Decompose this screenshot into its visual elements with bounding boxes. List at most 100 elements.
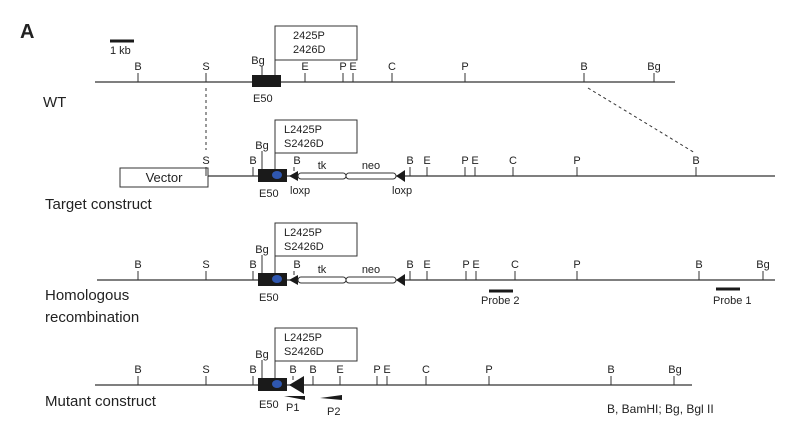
- svg-text:E: E: [423, 259, 430, 271]
- exon-label: E50: [259, 399, 279, 411]
- mutation-line-1: L2425P: [284, 227, 322, 239]
- restriction-site: Bg: [255, 140, 269, 169]
- svg-text:S: S: [202, 259, 209, 271]
- exon-e50: [252, 75, 281, 87]
- restriction-site: Bg: [255, 244, 269, 273]
- cassette-neo: [345, 172, 397, 180]
- restriction-site: E: [472, 259, 480, 280]
- probe-label: Probe 1: [713, 295, 752, 307]
- homology-connector-right: [587, 87, 696, 154]
- restriction-site: P: [462, 259, 470, 280]
- svg-text:E: E: [301, 61, 308, 73]
- restriction-site: P: [485, 364, 493, 385]
- svg-text:P: P: [485, 364, 492, 376]
- mutation-line-1: L2425P: [284, 332, 322, 344]
- restriction-site: B: [406, 259, 414, 280]
- svg-text:E: E: [383, 364, 390, 376]
- restriction-site: B: [580, 61, 588, 82]
- restriction-site: B: [695, 259, 703, 280]
- svg-text:B: B: [406, 155, 413, 167]
- restriction-site: Bg: [647, 61, 661, 82]
- restriction-site: P: [373, 364, 381, 385]
- primer-label: P1: [286, 402, 299, 414]
- row-label: recombination: [45, 309, 139, 326]
- loxp-triangle: [396, 170, 405, 182]
- svg-text:S: S: [202, 155, 209, 167]
- restriction-sites: B S Bg E P E C P B Bg: [134, 55, 661, 82]
- svg-text:B: B: [134, 61, 141, 73]
- vector-box: [119, 167, 209, 188]
- svg-text:P: P: [373, 364, 380, 376]
- restriction-site: P: [461, 61, 469, 82]
- svg-text:B: B: [134, 259, 141, 271]
- svg-text:B: B: [406, 259, 413, 271]
- svg-text:Bg: Bg: [255, 140, 268, 152]
- restriction-sites: S B Bg B B E P E C P B: [202, 140, 700, 176]
- svg-text:Bg: Bg: [251, 55, 264, 67]
- svg-text:B: B: [692, 155, 699, 167]
- cassette-label: neo: [362, 264, 380, 276]
- restriction-site: B: [309, 364, 317, 385]
- cassette-neo: [345, 276, 397, 284]
- cassette-label: tk: [318, 160, 327, 172]
- svg-text:B: B: [293, 155, 300, 167]
- svg-text:P: P: [461, 155, 468, 167]
- exon-label: E50: [259, 292, 279, 304]
- mutation-dot: [272, 275, 282, 283]
- cassette-label: neo: [362, 160, 380, 172]
- panel-label: A: [20, 21, 34, 43]
- mutation-line-1: 2425P: [293, 30, 325, 42]
- restriction-site: B: [134, 61, 142, 82]
- restriction-site: B: [293, 259, 301, 275]
- row-label: Mutant construct: [45, 393, 157, 410]
- restriction-site: Bg: [668, 364, 682, 385]
- svg-text:B: B: [293, 259, 300, 271]
- svg-text:B: B: [580, 61, 587, 73]
- svg-text:B: B: [607, 364, 614, 376]
- svg-text:Bg: Bg: [647, 61, 660, 73]
- row-label: WT: [43, 94, 66, 111]
- mutation-dot: [272, 380, 282, 388]
- vector-label: Vector: [146, 170, 184, 185]
- restriction-sites: B S B Bg B B E P E C P B Bg: [134, 349, 682, 385]
- restriction-site: B: [134, 364, 142, 385]
- mutation-line-2: S2426D: [284, 138, 324, 150]
- row-homologous-recombination: Homologous recombination E50 L2425P S242…: [45, 222, 775, 326]
- loxp-triangle: [289, 376, 304, 394]
- primer-p1-arrow: [284, 396, 305, 400]
- svg-text:B: B: [249, 259, 256, 271]
- svg-text:E: E: [336, 364, 343, 376]
- svg-text:Bg: Bg: [255, 244, 268, 256]
- svg-text:E: E: [349, 61, 356, 73]
- restriction-site: P: [573, 259, 581, 280]
- cassette-tk: [297, 172, 347, 180]
- restriction-site: C: [388, 61, 396, 82]
- restriction-site: B: [249, 364, 257, 385]
- footnote: B, BamHI; Bg, Bgl II: [607, 402, 714, 416]
- row-label: Homologous: [45, 287, 129, 304]
- scale-bar-label: 1 kb: [110, 45, 131, 57]
- restriction-site: E: [336, 364, 344, 385]
- svg-text:C: C: [511, 259, 519, 271]
- restriction-site: C: [422, 364, 430, 385]
- primer-label: P2: [327, 406, 340, 418]
- mutation-line-2: 2426D: [293, 44, 325, 56]
- restriction-site: C: [511, 259, 519, 280]
- restriction-site: E: [383, 364, 391, 385]
- restriction-site: C: [509, 155, 517, 176]
- restriction-site: Bg: [255, 349, 269, 378]
- cassette-label: tk: [318, 264, 327, 276]
- mutation-box: [274, 25, 358, 61]
- svg-text:E: E: [472, 259, 479, 271]
- restriction-site: Bg: [251, 55, 265, 75]
- mutation-box: [274, 327, 358, 362]
- restriction-site: B: [607, 364, 615, 385]
- restriction-site: S: [202, 155, 210, 176]
- restriction-site: E: [423, 155, 431, 176]
- restriction-site: B: [249, 259, 257, 280]
- row-mutant-construct: Mutant construct E50 L2425P S2426D P1 P2…: [45, 327, 692, 418]
- row-label: Target construct: [45, 196, 153, 213]
- restriction-site: E: [349, 61, 357, 82]
- svg-text:C: C: [509, 155, 517, 167]
- restriction-site: B: [692, 155, 700, 176]
